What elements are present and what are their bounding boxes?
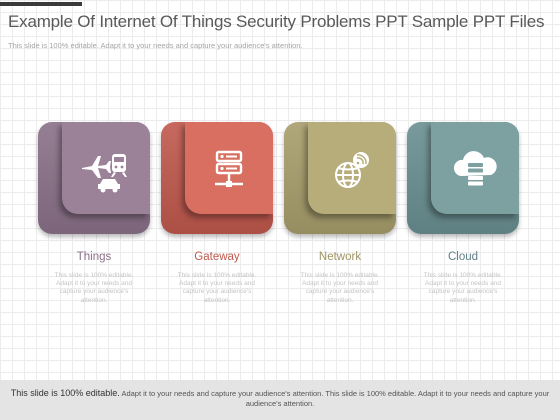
card-tile	[284, 122, 396, 234]
title-accent-bar	[0, 2, 82, 6]
footer-body: Adapt it to your needs and capture your …	[119, 389, 550, 408]
card-tile	[38, 122, 150, 234]
card-row: Things This slide is 100% editable. Adap…	[38, 122, 528, 322]
card-tile	[407, 122, 519, 234]
card-label: Network	[318, 251, 362, 263]
server-icon	[201, 142, 257, 198]
footer-bar: This slide is 100% editable. Adapt it to…	[0, 380, 560, 420]
card-things: Things This slide is 100% editable. Adap…	[38, 122, 150, 304]
cloud-database-icon	[447, 142, 503, 198]
card-cloud: Cloud This slide is 100% editable. Adapt…	[407, 122, 519, 304]
footer-text: This slide is 100% editable. Adapt it to…	[10, 388, 550, 409]
card-gateway: Gateway This slide is 100% editable. Ada…	[161, 122, 273, 304]
card-label: Things	[76, 251, 112, 263]
card-tile	[161, 122, 273, 234]
footer-lead: This slide is 100% editable.	[10, 388, 120, 398]
card-network: Network This slide is 100% editable. Ada…	[284, 122, 396, 304]
card-label: Gateway	[194, 251, 240, 263]
plane-train-car-icon	[78, 142, 134, 198]
card-label: Cloud	[447, 251, 479, 263]
card-description: This slide is 100% editable. Adapt it to…	[423, 272, 503, 304]
card-description: This slide is 100% editable. Adapt it to…	[54, 272, 134, 304]
globe-wifi-icon	[324, 142, 380, 198]
slide-subtitle: This slide is 100% editable. Adapt it to…	[8, 41, 303, 50]
slide-title: Example Of Internet Of Things Security P…	[8, 12, 545, 31]
card-description: This slide is 100% editable. Adapt it to…	[177, 272, 257, 304]
card-description: This slide is 100% editable. Adapt it to…	[300, 272, 380, 304]
